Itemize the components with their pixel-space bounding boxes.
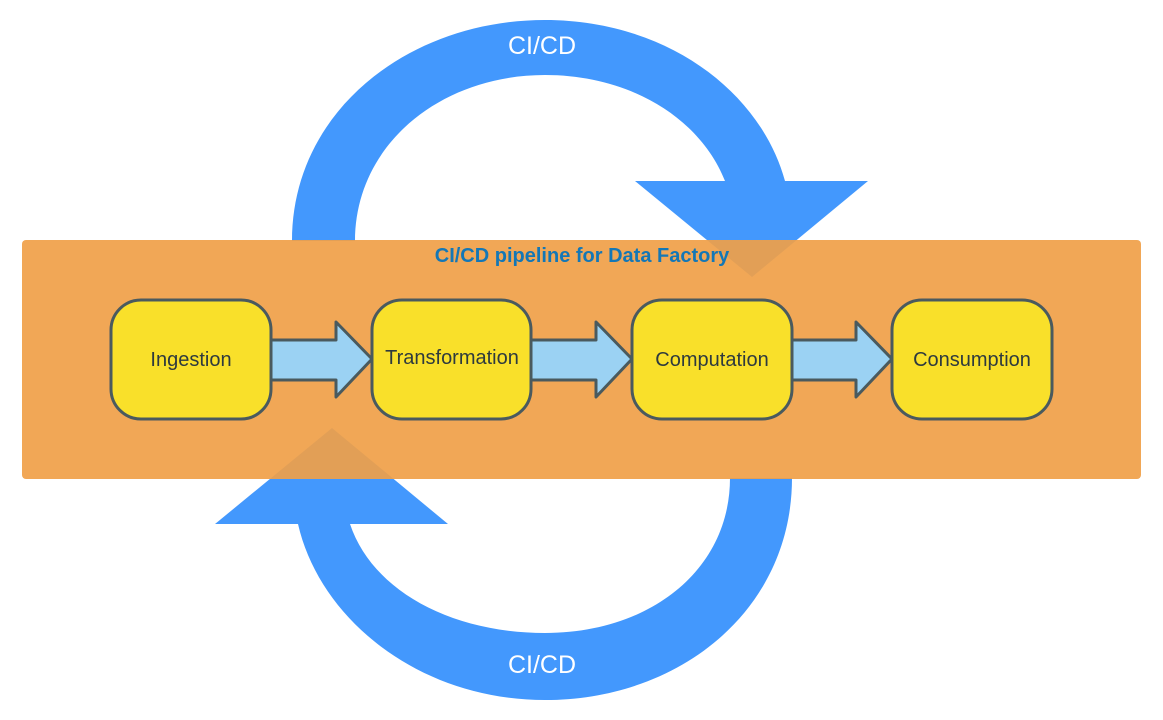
stage-box: [370, 298, 533, 421]
stage-label: Transformation: [385, 347, 519, 369]
flow-arrow-ingestion-to-transformation: [269, 320, 374, 399]
stage-label: Consumption: [913, 349, 1031, 371]
stage-box: [890, 298, 1054, 421]
stage-transformation: Transformation: [370, 298, 533, 421]
bottom-cycle-arc: [298, 478, 792, 700]
flow-arrow-computation-to-consumption: [790, 320, 894, 399]
stage-ingestion: Ingestion: [109, 298, 273, 421]
top-cycle-arrowhead: [635, 181, 868, 277]
flow-arrow-transformation-to-computation: [529, 320, 634, 399]
stage-box: [109, 298, 273, 421]
top-cycle-arrow: CI/CD: [292, 20, 868, 277]
stage-computation: Computation: [630, 298, 794, 421]
stage-consumption: Consumption: [890, 298, 1054, 421]
stage-label: Computation: [655, 349, 768, 371]
top-cycle-label: CI/CD: [508, 32, 576, 60]
pipeline-title: CI/CD pipeline for Data Factory: [435, 245, 730, 267]
bottom-cycle-label: CI/CD: [508, 651, 576, 679]
pipeline-panel: CI/CD pipeline for Data Factory Ingestio…: [22, 240, 1141, 479]
top-cycle-arc: [292, 20, 785, 241]
stage-label: Ingestion: [150, 349, 231, 371]
stage-box: [630, 298, 794, 421]
